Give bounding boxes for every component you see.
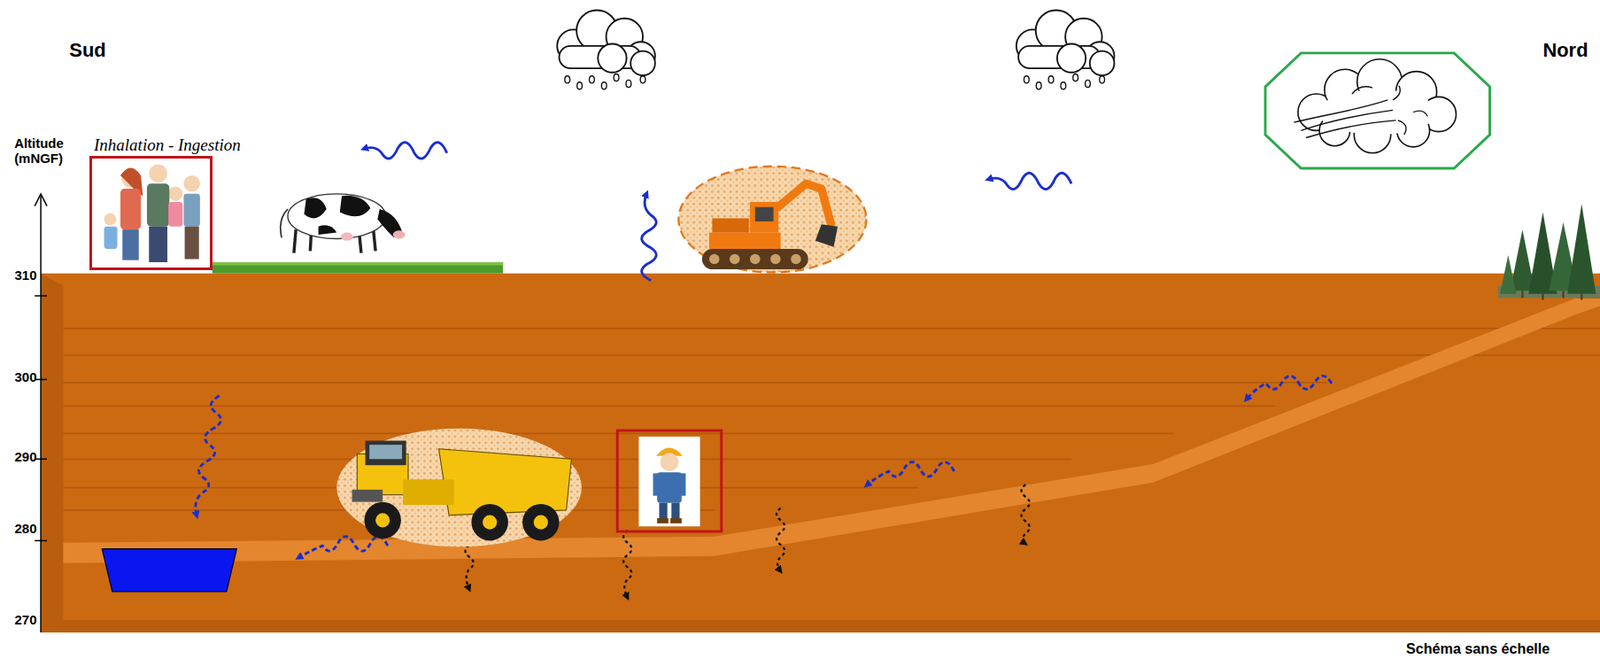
- tick-label: 310: [14, 267, 37, 283]
- soil-section: [40, 273, 1600, 633]
- dump-truck: [336, 428, 582, 548]
- worker: [617, 430, 722, 532]
- tick-label: 300: [14, 369, 37, 385]
- transfer-arrow: [363, 142, 1072, 281]
- altitude-axis: [34, 193, 47, 633]
- water-basin: [101, 548, 237, 592]
- rain-cloud: [1016, 10, 1115, 90]
- axis-title: Altitude (mNGF): [14, 135, 76, 166]
- receptor-heading: Inhalation - Ingestion: [93, 135, 241, 155]
- direction-label: Nord: [1542, 38, 1588, 62]
- rain-cloud: [556, 10, 656, 90]
- excavator: [678, 166, 866, 273]
- tick-label: 280: [14, 520, 37, 536]
- direction-label: Sud: [69, 38, 106, 62]
- trees: [1498, 203, 1600, 300]
- receptor-box: Inhalation - Ingestion: [89, 155, 212, 271]
- family: [104, 163, 201, 263]
- infiltration-arrow: [195, 375, 1332, 558]
- tick-label: 270: [14, 611, 37, 627]
- grass-strip: [212, 262, 503, 274]
- cow: [280, 193, 406, 254]
- scale-note: Schéma sans échelle: [1406, 640, 1550, 658]
- tick-label: 290: [14, 448, 37, 464]
- wind-symbol: [1265, 53, 1491, 169]
